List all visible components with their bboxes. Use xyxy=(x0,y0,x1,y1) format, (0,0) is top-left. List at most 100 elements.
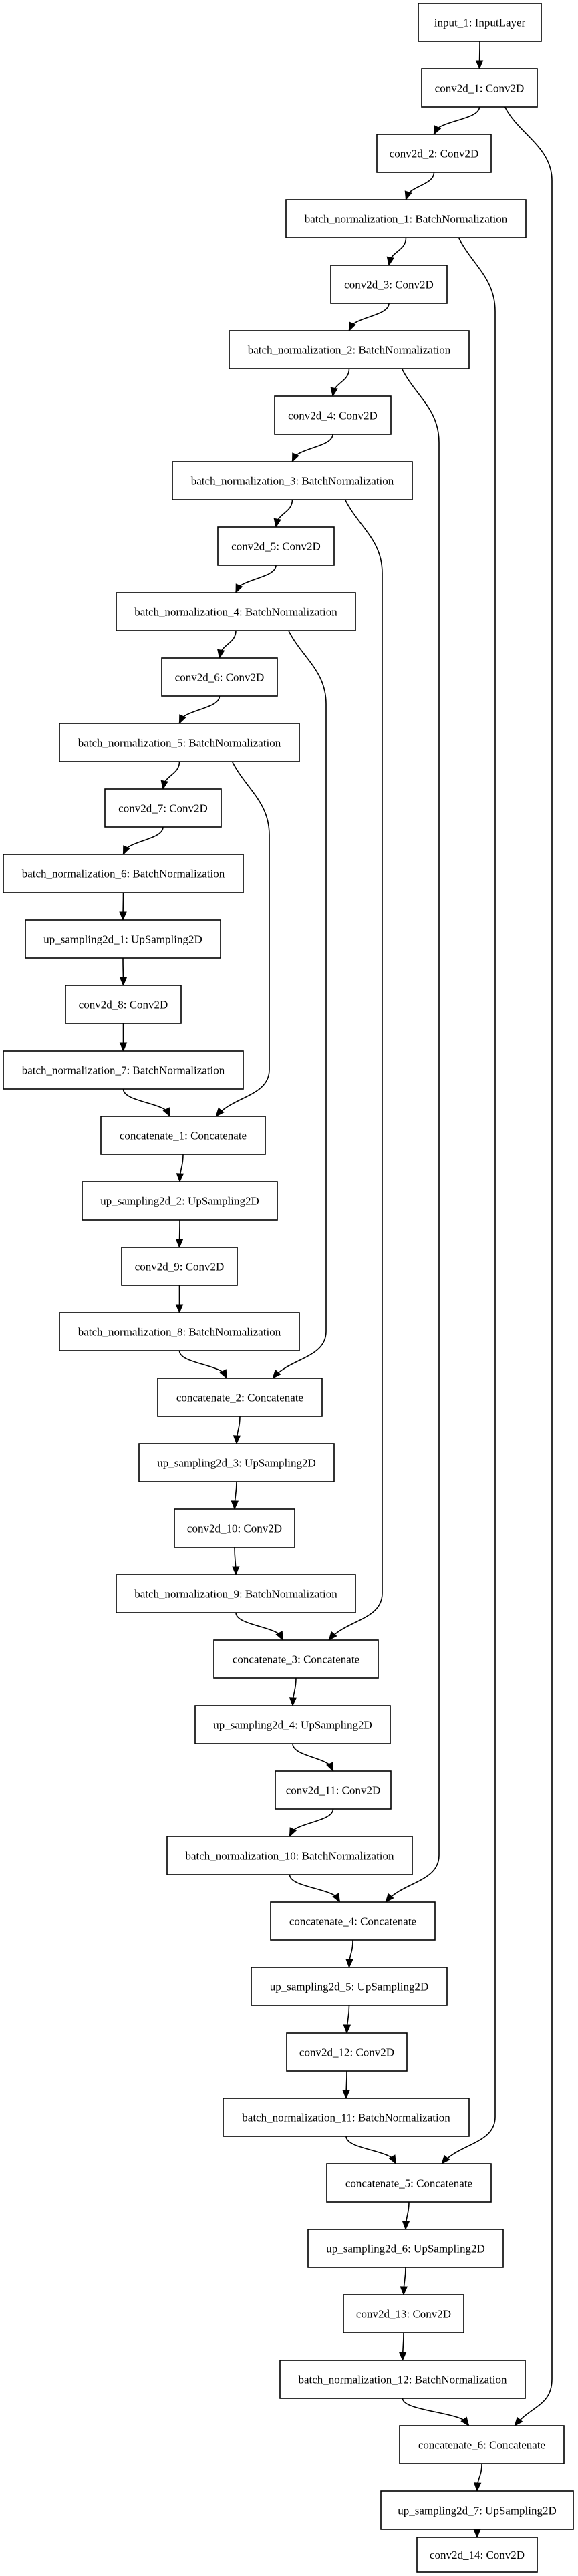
arrowhead xyxy=(178,714,186,725)
arrowhead xyxy=(326,1762,334,1772)
arrowhead xyxy=(162,1107,170,1118)
edge-line xyxy=(292,1743,334,1772)
node-label: conv2d_2: Conv2D xyxy=(390,148,479,160)
arrowhead xyxy=(175,1239,184,1249)
node-label: input_1: InputLayer xyxy=(434,17,526,29)
node-bn-8: batch_normalization_8: BatchNormalizatio… xyxy=(59,1312,300,1351)
node-conv2d-11: conv2d_11: Conv2D xyxy=(275,1770,392,1810)
node-box xyxy=(213,1639,379,1679)
node-label: batch_normalization_4: BatchNormalizatio… xyxy=(134,606,337,619)
arrowhead xyxy=(385,1893,394,1903)
node-concat-4: concatenate_4: Concatenate xyxy=(270,1901,436,1941)
arrowhead xyxy=(342,2090,350,2100)
node-box xyxy=(286,2032,408,2072)
node-box xyxy=(3,1050,244,1090)
edge-bn_11-to-concat_5 xyxy=(345,2136,397,2165)
edge-line xyxy=(289,1808,334,1837)
node-up-2: up_sampling2d_2: UpSampling2D xyxy=(82,1181,278,1221)
node-bn-5: batch_normalization_5: BatchNormalizatio… xyxy=(59,723,300,762)
node-label: conv2d_7: Conv2D xyxy=(118,802,208,815)
edge-line xyxy=(122,826,164,855)
node-up-6: up_sampling2d_6: UpSampling2D xyxy=(307,2229,504,2268)
edge-line xyxy=(272,630,327,1379)
arrowhead xyxy=(328,1631,337,1641)
edge-line xyxy=(328,499,383,1641)
arrowhead xyxy=(217,649,225,659)
node-conv2d-3: conv2d_3: Conv2D xyxy=(330,265,448,304)
edge-line xyxy=(235,1612,284,1641)
node-label: conv2d_13: Conv2D xyxy=(356,2308,451,2321)
node-bn-12: batch_normalization_12: BatchNormalizati… xyxy=(279,2360,526,2399)
node-concat-6: concatenate_6: Concatenate xyxy=(399,2425,565,2464)
node-box xyxy=(100,1116,266,1155)
arrowhead xyxy=(235,583,243,594)
node-up-3: up_sampling2d_3: UpSampling2D xyxy=(138,1443,335,1482)
node-box xyxy=(157,1378,323,1417)
edge-conv2d_2-to-bn_1 xyxy=(404,172,435,201)
node-box xyxy=(279,2360,526,2399)
node-conv2d-1: conv2d_1: Conv2D xyxy=(421,68,538,108)
edge-up_5-to-conv2d_12 xyxy=(343,2005,351,2034)
edge-line xyxy=(345,2136,397,2164)
node-box xyxy=(3,854,244,893)
edge-bn_1-to-concat_5 xyxy=(441,237,496,2164)
arrowhead xyxy=(475,60,484,70)
edge-line xyxy=(291,434,333,462)
node-conv2d-6: conv2d_6: Conv2D xyxy=(161,657,278,697)
node-bn-1: batch_normalization_1: BatchNormalizatio… xyxy=(285,199,527,238)
edge-bn_3-to-conv2d_5 xyxy=(273,499,293,528)
node-box xyxy=(59,1312,300,1351)
node-conv2d-13: conv2d_13: Conv2D xyxy=(343,2294,464,2333)
node-box xyxy=(121,1247,238,1286)
arrowhead xyxy=(289,1827,297,1838)
arrowhead xyxy=(119,911,127,921)
edge-concat_3-to-up_4 xyxy=(289,1677,297,1707)
edge-bn_2-to-conv2d_4 xyxy=(330,368,350,397)
node-box xyxy=(65,985,182,1024)
node-label: up_sampling2d_3: UpSampling2D xyxy=(157,1457,316,1470)
node-label: up_sampling2d_2: UpSampling2D xyxy=(100,1195,259,1208)
arrowhead xyxy=(404,190,412,201)
node-box xyxy=(82,1181,278,1221)
node-label: batch_normalization_11: BatchNormalizati… xyxy=(242,2112,450,2124)
node-box xyxy=(399,2425,565,2464)
node-box xyxy=(285,199,527,238)
node-input-1: input_1: InputLayer xyxy=(418,3,542,42)
arrowhead xyxy=(233,1435,241,1445)
node-bn-6: batch_normalization_6: BatchNormalizatio… xyxy=(3,854,244,893)
node-box xyxy=(161,657,278,697)
edge-bn_2-to-concat_4 xyxy=(385,368,440,1903)
edge-conv2d_1-to-concat_6 xyxy=(504,106,553,2426)
arrowhead xyxy=(332,1893,340,1903)
node-conv2d-2: conv2d_2: Conv2D xyxy=(376,134,492,173)
node-box xyxy=(217,526,335,566)
node-box xyxy=(59,723,300,762)
node-conv2d-14: conv2d_14: Conv2D xyxy=(416,2537,538,2573)
node-label: up_sampling2d_5: UpSampling2D xyxy=(270,1981,429,1993)
edge-conv2d_4-to-bn_3 xyxy=(291,434,333,463)
node-concat-3: concatenate_3: Concatenate xyxy=(213,1639,379,1679)
edge-conv2d_6-to-bn_5 xyxy=(178,695,221,725)
edge-conv2d_9-to-bn_8 xyxy=(175,1285,184,1314)
edge-line xyxy=(178,1350,228,1379)
node-concat-2: concatenate_2: Concatenate xyxy=(157,1378,323,1417)
arrowhead xyxy=(330,387,338,397)
node-label: conv2d_5: Conv2D xyxy=(231,540,321,553)
node-box xyxy=(116,592,356,631)
arrowhead xyxy=(122,845,130,856)
node-box xyxy=(343,2294,464,2333)
node-label: concatenate_6: Concatenate xyxy=(418,2439,545,2452)
edge-up_4-to-conv2d_11 xyxy=(292,1743,334,1772)
node-box xyxy=(376,134,492,173)
arrowhead xyxy=(275,1631,283,1641)
edge-bn_8-to-concat_2 xyxy=(178,1350,228,1380)
edge-conv2d_11-to-bn_10 xyxy=(289,1808,334,1838)
arrowhead xyxy=(272,1369,281,1379)
node-bn-7: batch_normalization_7: BatchNormalizatio… xyxy=(3,1050,244,1090)
node-label: up_sampling2d_6: UpSampling2D xyxy=(326,2243,485,2255)
edge-line xyxy=(405,172,435,200)
arrowhead xyxy=(176,1173,184,1183)
node-box xyxy=(251,1967,448,2006)
node-label: batch_normalization_7: BatchNormalizatio… xyxy=(22,1064,225,1077)
edge-up_2-to-conv2d_9 xyxy=(175,1219,184,1249)
